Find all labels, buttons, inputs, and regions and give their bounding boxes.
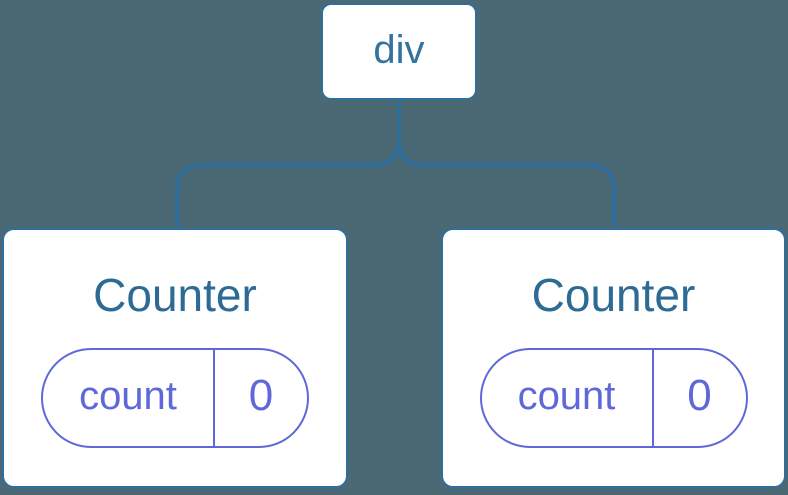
state-pill: count 0: [41, 348, 309, 448]
state-key-cell: count: [482, 350, 654, 446]
state-pill: count 0: [479, 348, 748, 448]
state-key-label: count: [79, 374, 177, 418]
counter-title: Counter: [93, 269, 257, 321]
state-value-label: 0: [248, 371, 274, 420]
state-key-cell: count: [43, 350, 215, 446]
state-value-cell: 0: [654, 350, 746, 446]
edge-root-to-right-counter: [397, 139, 616, 227]
edge-root-to-left-counter: [175, 101, 401, 227]
state-value-label: 0: [687, 371, 712, 420]
root-node-div: div: [321, 3, 477, 100]
counter-node-right: Counter count 0: [441, 228, 786, 488]
counter-node-left: Counter count 0: [2, 228, 348, 488]
root-node-label: div: [373, 27, 425, 72]
counter-title: Counter: [531, 269, 696, 321]
state-value-cell: 0: [215, 350, 307, 446]
state-key-label: count: [517, 374, 616, 418]
